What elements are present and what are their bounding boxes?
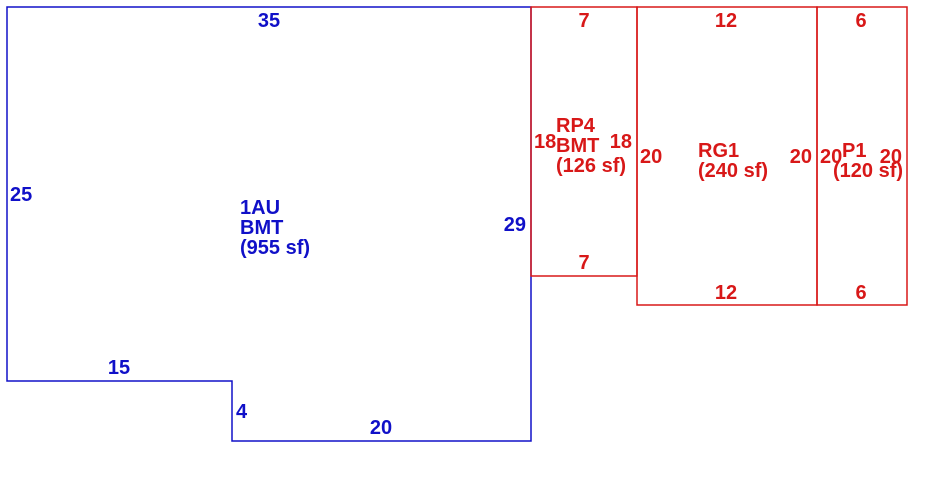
rp4-area-code: RP4 <box>556 115 596 137</box>
p1-dim-left: 20 <box>820 146 842 168</box>
rp4-dim-right: 18 <box>610 131 632 153</box>
p1-dim-top: 6 <box>855 10 866 32</box>
rg1-area-code: RG1 <box>698 140 739 162</box>
main-dim-top: 35 <box>258 10 280 32</box>
rg1-dim-top: 12 <box>715 10 737 32</box>
p1-area-code: P1 <box>842 140 866 162</box>
p1-area-size: (120 sf) <box>833 160 903 182</box>
main-area-size: (955 sf) <box>240 237 310 259</box>
main-area-code: 1AU <box>240 197 280 219</box>
main-dim-step-side: 4 <box>236 401 248 423</box>
rp4-area-level: BMT <box>556 135 599 157</box>
main-dim-right: 29 <box>504 214 526 236</box>
rg1-dim-right: 20 <box>790 146 812 168</box>
rp4-dim-top: 7 <box>578 10 589 32</box>
p1-area-outline <box>816 6 908 306</box>
rg1-area-size: (240 sf) <box>698 160 768 182</box>
main-dim-bottom: 20 <box>370 417 392 439</box>
main-dim-left: 25 <box>10 184 32 206</box>
rp4-dim-bottom: 7 <box>578 252 589 274</box>
main-dim-step-top: 15 <box>108 357 130 379</box>
rp4-area-size: (126 sf) <box>556 155 626 177</box>
rg1-dim-left: 20 <box>640 146 662 168</box>
main-area-level: BMT <box>240 217 283 239</box>
rg1-dim-bottom: 12 <box>715 282 737 304</box>
p1-dim-right: 20 <box>880 146 902 168</box>
rp4-dim-left: 18 <box>534 131 556 153</box>
p1-dim-bottom: 6 <box>855 282 866 304</box>
